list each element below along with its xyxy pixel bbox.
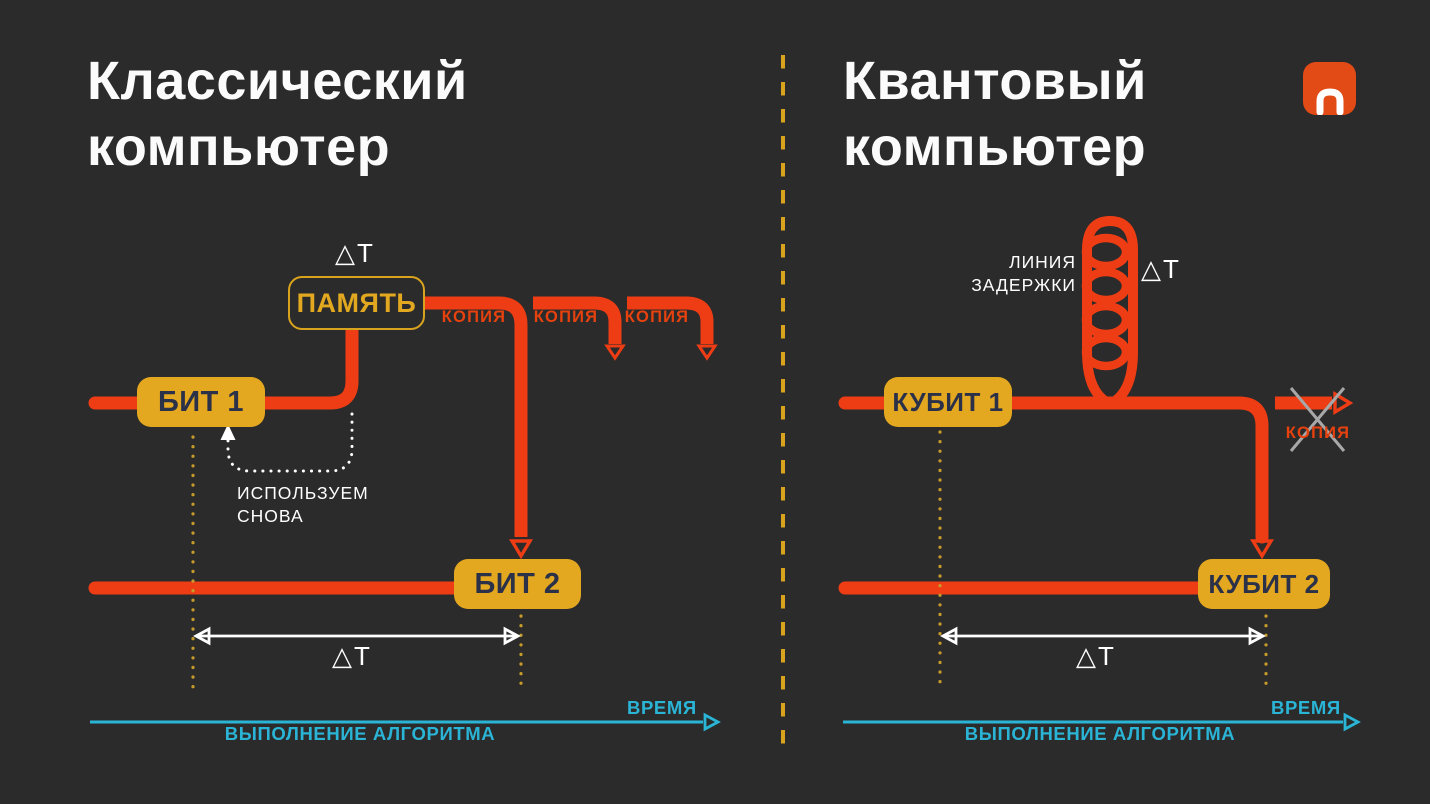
- copy-label-blocked: КОПИЯ: [1285, 424, 1351, 442]
- bit1-to-memory-wire: [88, 320, 359, 410]
- branch-2-arrowhead-icon: [604, 344, 626, 361]
- delta-t-top-right-label: △T: [1141, 254, 1181, 284]
- reuse-dotted-loop-icon: [226, 412, 354, 473]
- blocked-copy-arrowhead-icon: [1333, 390, 1354, 416]
- coil-turn-2-icon: [1081, 267, 1131, 305]
- branch-1-arrowhead-icon: [508, 539, 534, 560]
- memory-copy-branch-1-wire: [421, 296, 528, 537]
- memory-node: ПАМЯТЬ: [288, 276, 425, 330]
- measure-right-arrowhead-icon: [503, 626, 521, 646]
- algorithm-axis-label-left: ВЫПОЛНЕНИЕ АЛГОРИТМА: [224, 723, 496, 744]
- delta-t-bottom-left-label: △T: [332, 641, 372, 671]
- time-axis-label-right: ВРЕМЯ: [1271, 697, 1341, 718]
- copy-label-1: КОПИЯ: [441, 308, 507, 326]
- reuse-note-line1: ИСПОЛЬЗУЕМ: [237, 483, 369, 503]
- memory-copy-branch-3-wire: [627, 296, 714, 344]
- reuse-note-line2: СНОВА: [237, 506, 304, 527]
- no-copy-cross-icon: [1289, 387, 1346, 452]
- delay-line-note-line1: ЛИНИЯ: [1009, 252, 1076, 272]
- reuse-loop-arrowhead-icon: [220, 424, 236, 440]
- delta-t-top-left-label: △T: [335, 238, 375, 268]
- copy-label-2: КОПИЯ: [533, 308, 599, 326]
- copy-label-3: КОПИЯ: [624, 308, 690, 326]
- delta-t-bottom-right-label: △T: [1076, 641, 1116, 671]
- branch-3-arrowhead-icon: [696, 344, 718, 361]
- qubit2-arrowhead-icon: [1249, 539, 1275, 560]
- logo-p-glyph: [1316, 88, 1343, 115]
- algorithm-axis-label-right: ВЫПОЛНЕНИЕ АЛГОРИТМА: [964, 723, 1236, 744]
- left-panel-title: Классический компьютер: [87, 51, 468, 177]
- delay-line-capsule-icon: [1082, 215, 1138, 409]
- measure-left-arrowhead-icon: [940, 626, 958, 646]
- memory-copy-branch-2-wire: [533, 296, 622, 344]
- qubit1-node: КУБИТ 1: [884, 377, 1012, 427]
- qubit1-wire-with-branch: [838, 396, 1269, 544]
- brand-logo-icon: [1303, 62, 1356, 115]
- coil-turn-4-icon: [1081, 333, 1131, 371]
- time-axis-arrowhead-left-icon: [703, 712, 721, 732]
- qubit2-node: КУБИТ 2: [1198, 559, 1330, 609]
- time-axis-label-left: ВРЕМЯ: [627, 697, 697, 718]
- measure-left-arrowhead-icon: [193, 626, 211, 646]
- reuse-note: ИСПОЛЬЗУЕМ СНОВА: [237, 482, 369, 528]
- right-panel-title: Квантовый компьютер: [843, 51, 1147, 177]
- delay-line-note-line2: ЗАДЕРЖКИ: [971, 275, 1076, 296]
- time-axis-arrowhead-right-icon: [1343, 712, 1361, 732]
- coil-turn-1-icon: [1081, 233, 1131, 271]
- delay-line-note: ЛИНИЯ ЗАДЕРЖКИ: [930, 251, 1076, 297]
- bit2-node: БИТ 2: [454, 559, 581, 609]
- bit1-node: БИТ 1: [137, 377, 265, 427]
- measure-right-arrowhead-icon: [1248, 626, 1266, 646]
